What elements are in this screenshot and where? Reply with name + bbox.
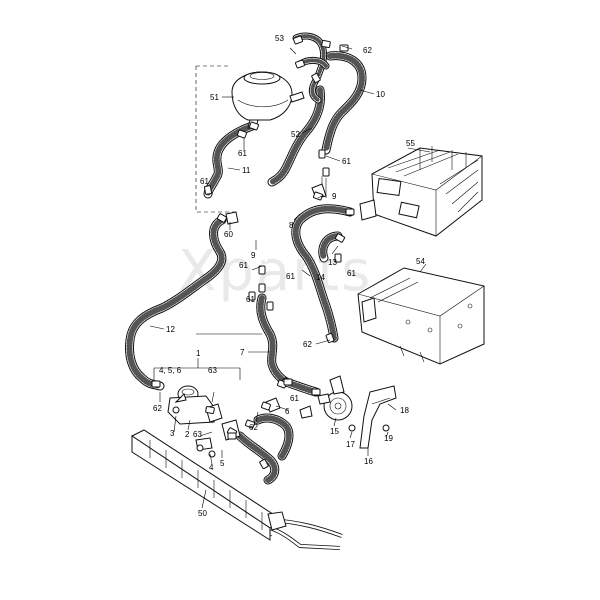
callout-61-g: 61 <box>246 295 255 304</box>
callout-19: 19 <box>384 434 393 443</box>
callout-62-c: 62 <box>153 404 162 413</box>
electronics-housing-55 <box>359 146 483 237</box>
callout-52: 52 <box>291 130 300 139</box>
callout-11: 11 <box>242 166 251 175</box>
callout-61-h: 61 <box>290 394 299 403</box>
hose-clamp <box>258 265 266 275</box>
hose-clamp <box>345 208 355 216</box>
callout-15: 15 <box>330 427 339 436</box>
hose <box>321 51 367 155</box>
hose-clamp <box>205 406 215 414</box>
callout-61-b: 61 <box>342 157 351 166</box>
callout-6: 6 <box>285 407 290 416</box>
coolant-pipes <box>264 176 343 550</box>
callout-60: 60 <box>224 230 233 239</box>
hose-clamp <box>216 213 228 223</box>
hose-clamp <box>248 121 260 131</box>
callout-54: 54 <box>416 257 425 266</box>
leader-lines <box>149 45 431 509</box>
electronics-box-54 <box>357 267 485 365</box>
callout-50: 50 <box>198 509 207 518</box>
callout-61-c: 61 <box>200 177 209 186</box>
callout-51: 51 <box>210 93 219 102</box>
hose-clamp <box>244 419 256 429</box>
hose-clamp <box>283 378 293 386</box>
pump-assembly <box>167 385 241 451</box>
hose <box>256 293 291 387</box>
hose <box>267 85 325 187</box>
hose-clamp <box>311 388 321 396</box>
callout-61-d: 61 <box>239 261 248 270</box>
hose-clamp <box>260 401 272 411</box>
hose-clamp <box>334 233 346 243</box>
hose-clamp <box>339 44 349 52</box>
callout-61-e: 61 <box>286 272 295 281</box>
callout-16: 16 <box>364 457 373 466</box>
hose-clamp <box>204 185 212 195</box>
callout-62-d: 62 <box>249 423 258 432</box>
hose <box>235 431 280 485</box>
hose-clamp <box>259 458 269 470</box>
callout-53: 53 <box>275 34 284 43</box>
watermark: Xparts <box>178 239 372 304</box>
callout-62-a: 62 <box>363 46 372 55</box>
hose-clamp <box>266 301 274 311</box>
hose-clamp <box>227 432 237 440</box>
hose <box>125 215 227 391</box>
callout-3: 3 <box>170 429 175 438</box>
callout-14: 14 <box>316 273 325 282</box>
mounting-bracket <box>348 385 397 449</box>
callout-61-a: 61 <box>238 149 247 158</box>
callout-9-b: 9 <box>251 251 256 260</box>
hose-clamp <box>334 253 342 263</box>
hose-clamp <box>321 40 331 48</box>
radiator-cooler-50 <box>131 429 287 541</box>
hose <box>318 231 343 263</box>
callout-17: 17 <box>346 440 355 449</box>
callout-5: 5 <box>220 459 225 468</box>
hose <box>253 413 294 461</box>
callout-4-5-6: 4, 5, 6 <box>159 366 182 375</box>
expansion-tank <box>231 71 305 129</box>
callout-8: 8 <box>289 221 294 230</box>
callout-7: 7 <box>240 348 245 357</box>
callout-63-b: 63 <box>193 430 202 439</box>
callout-13: 13 <box>328 258 337 267</box>
hose-clamp <box>311 72 321 84</box>
callout-63-a: 63 <box>208 366 217 375</box>
callout-1: 1 <box>196 349 201 358</box>
callout-2: 2 <box>185 430 190 439</box>
hose-clamp <box>318 149 326 159</box>
callout-labels: 51 11 61 53 62 10 52 61 55 9 61 8 60 9 1… <box>153 34 425 518</box>
hose-clamps <box>151 35 355 470</box>
hose-clamp <box>248 291 256 301</box>
hose-clamp <box>312 191 324 201</box>
hose-clamp <box>258 283 266 293</box>
coolant-pump-15 <box>317 375 353 421</box>
callout-10: 10 <box>376 90 385 99</box>
hose <box>291 204 355 343</box>
hose-clamp <box>322 167 330 177</box>
coolant-hoses <box>125 32 367 485</box>
callout-12: 12 <box>166 325 175 334</box>
callout-18: 18 <box>400 406 409 415</box>
callout-61-f: 61 <box>347 269 356 278</box>
callout-62-b: 62 <box>303 340 312 349</box>
callout-9-a: 9 <box>332 192 337 201</box>
callout-55: 55 <box>406 139 415 148</box>
hose-clamp <box>294 59 306 69</box>
group-frame-pump-assembly <box>153 358 241 380</box>
callout-4: 4 <box>209 463 214 472</box>
hose-clamp <box>236 129 248 139</box>
hose-clamp <box>292 35 304 45</box>
hose-clamp <box>151 380 161 388</box>
